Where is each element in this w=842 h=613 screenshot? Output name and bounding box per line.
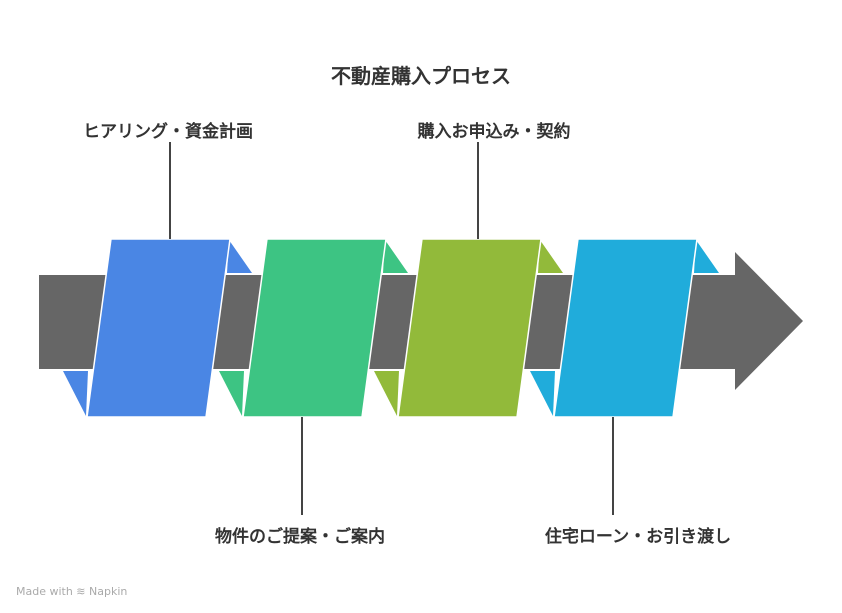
fold-bottom-triangle	[63, 371, 88, 416]
fold-bottom-triangle	[219, 371, 244, 416]
fold-top-triangle	[538, 240, 563, 273]
step-panel-2	[242, 238, 387, 418]
fold-top-triangle	[227, 240, 252, 273]
step-label-1: ヒアリング・資金計画	[83, 122, 253, 142]
made-with-napkin: Made with ≋ Napkin	[16, 585, 128, 598]
step-label-2: 物件のご提案・ご案内	[215, 527, 385, 547]
fold-top-triangle	[383, 240, 408, 273]
fold-bottom-triangle	[374, 371, 399, 416]
step-panel-1	[86, 238, 231, 418]
step-panel-3	[397, 238, 542, 418]
step-panel-4	[553, 238, 698, 418]
step-label-3: 購入お申込み・契約	[417, 122, 571, 142]
fold-top-triangle	[694, 240, 719, 273]
step-label-4: 住宅ローン・お引き渡し	[544, 527, 732, 547]
fold-bottom-triangle	[530, 371, 555, 416]
diagram-title: 不動産購入プロセス	[331, 64, 511, 88]
